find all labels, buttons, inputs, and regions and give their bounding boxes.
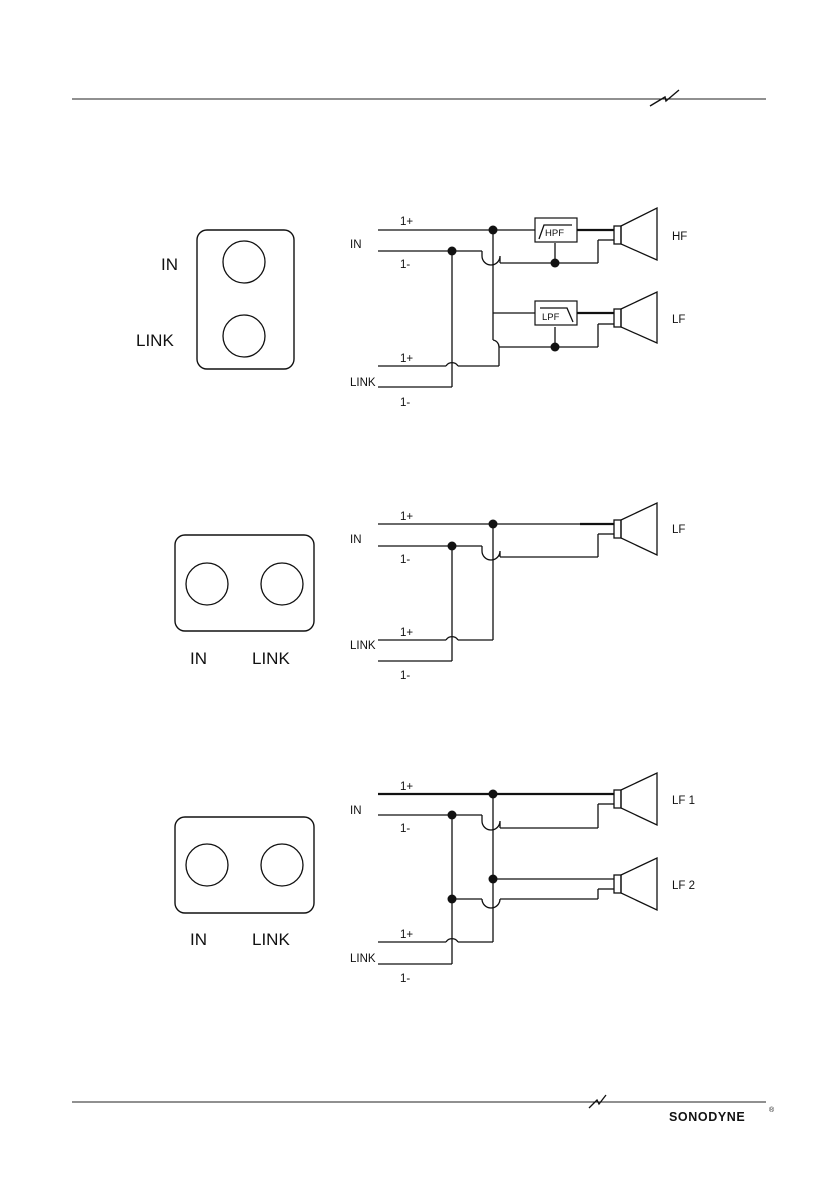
link-plus-label: 1+ — [400, 929, 413, 941]
diagram-3: IN LINK IN 1+ 1- LINK 1+ 1- — [175, 773, 695, 985]
hpf-label: HPF — [545, 228, 564, 239]
junction-dot — [489, 226, 498, 235]
schematic-link-label: LINK — [350, 640, 376, 652]
connector-panel-2 — [175, 535, 314, 631]
lf2-driver-label: LF 2 — [672, 880, 695, 892]
schematic-in-label: IN — [350, 534, 362, 546]
panel-link-label: LINK — [252, 649, 290, 668]
connector-panel-1 — [197, 230, 294, 369]
link-plus-label: 1+ — [400, 627, 413, 639]
link-plus-label: 1+ — [400, 353, 413, 365]
junction-dot — [448, 542, 457, 551]
junction-dot — [489, 520, 498, 529]
schematic-in-label: IN — [350, 239, 362, 251]
lf2-driver-icon — [614, 858, 657, 910]
lf-driver-icon — [614, 292, 657, 343]
lpf-filter-block: LPF — [535, 301, 577, 325]
in-plus-label: 1+ — [400, 781, 413, 793]
junction-dot — [448, 895, 457, 904]
wiring-2 — [378, 524, 614, 661]
link-minus-label: 1- — [400, 670, 410, 682]
lf-driver-label: LF — [672, 524, 685, 536]
in-plus-label: 1+ — [400, 216, 413, 228]
lf1-driver-label: LF 1 — [672, 795, 695, 807]
wiring-1 — [378, 230, 614, 387]
panel-in-label: IN — [190, 649, 207, 668]
schematic-link-label: LINK — [350, 953, 376, 965]
link-minus-label: 1- — [400, 973, 410, 985]
panel-link-label: LINK — [252, 930, 290, 949]
panel-link-label: LINK — [136, 331, 174, 350]
diagram-1: IN LINK IN 1+ 1- LINK 1+ 1- — [136, 208, 687, 409]
junction-dot — [489, 875, 498, 884]
in-minus-label: 1- — [400, 823, 410, 835]
in-minus-label: 1- — [400, 259, 410, 271]
lf-driver-label: LF — [672, 314, 685, 326]
hpf-filter-block: HPF — [535, 218, 577, 242]
in-plus-label: 1+ — [400, 511, 413, 523]
brand-registered-mark: ® — [769, 1106, 775, 1114]
lf1-driver-icon — [614, 773, 657, 825]
link-minus-label: 1- — [400, 397, 410, 409]
lf-driver-icon — [614, 503, 657, 555]
header-rule — [72, 90, 766, 106]
junction-dot — [448, 247, 457, 256]
schematic-in-label: IN — [350, 805, 362, 817]
brand-logo: SONODYNE — [669, 1110, 745, 1124]
schematic-link-label: LINK — [350, 377, 376, 389]
junction-dot — [489, 790, 498, 799]
in-minus-label: 1- — [400, 554, 410, 566]
junction-dot — [448, 811, 457, 820]
footer-rule — [72, 1095, 766, 1108]
panel-in-label: IN — [161, 255, 178, 274]
junction-dot — [551, 343, 560, 352]
connector-panel-3 — [175, 817, 314, 913]
diagram-2: IN LINK IN 1+ 1- LINK 1+ 1- — [175, 503, 685, 682]
hf-driver-icon — [614, 208, 657, 260]
panel-in-label: IN — [190, 930, 207, 949]
junction-dot — [551, 259, 560, 268]
hf-driver-label: HF — [672, 231, 687, 243]
lpf-label: LPF — [542, 312, 560, 323]
